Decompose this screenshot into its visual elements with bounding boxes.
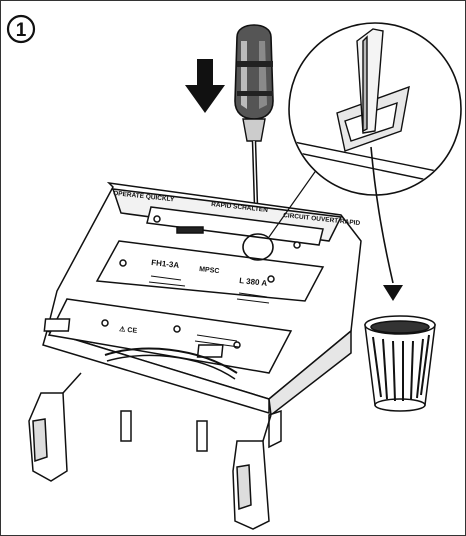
fuse-holder-device bbox=[42, 181, 362, 417]
label-badge: MPSC bbox=[199, 266, 220, 275]
arrow-down-icon bbox=[185, 59, 225, 113]
step-number: 1 bbox=[16, 20, 27, 41]
trash-bin-icon bbox=[364, 315, 436, 412]
callout-connector bbox=[268, 168, 318, 238]
label-ce-mark: ⚠ CE bbox=[119, 325, 138, 335]
highlight-ellipse bbox=[242, 233, 274, 261]
label-current: L 380 A bbox=[239, 276, 268, 288]
label-model: FH1-3A bbox=[151, 258, 180, 270]
step-badge: 1 bbox=[6, 14, 36, 44]
screwdriver-icon bbox=[234, 24, 274, 240]
arrow-to-bin bbox=[370, 146, 403, 301]
magnifier-callout-icon bbox=[288, 22, 462, 196]
mounting-clips bbox=[28, 372, 282, 530]
